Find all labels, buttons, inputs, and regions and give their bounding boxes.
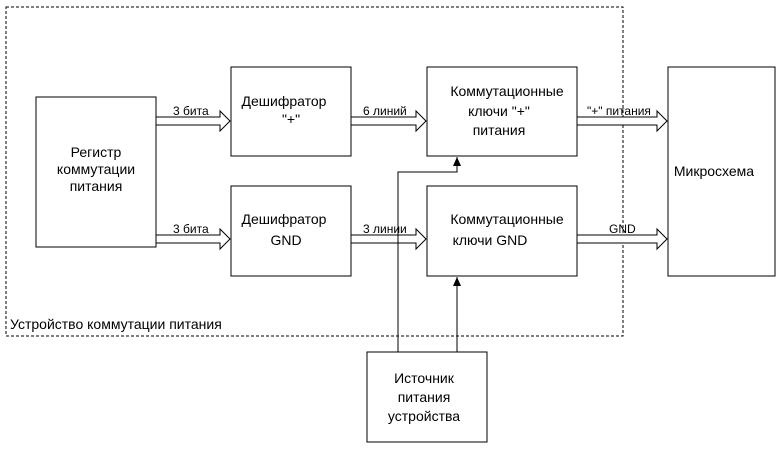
- bus-arrow-decoder-plus-to-keys: [350, 109, 427, 133]
- bus-label-keys-gnd-to-chip: GND: [609, 222, 636, 236]
- device-frame: [5, 6, 624, 337]
- device-frame-label: Устройство коммутации питания: [10, 316, 222, 332]
- bus-arrow-register-to-decoder-plus: [155, 109, 231, 133]
- bus-label-decoder-plus-to-keys: 6 линий: [363, 104, 407, 118]
- switching-keys-plus-label-line-3: питания: [473, 122, 526, 138]
- decoder-plus-label-line-1: Дешифратор: [242, 93, 327, 109]
- register-label-line-1: Регистр: [71, 144, 122, 160]
- bus-arrow-keys-gnd-to-chip: [576, 227, 668, 251]
- register-label-line-2: коммутации: [57, 161, 135, 177]
- register-block: Регистр коммутации питания: [35, 96, 157, 248]
- power-source-block: Источник питания устройства: [366, 351, 488, 443]
- decoder-plus-block: Дешифратор "+": [230, 66, 352, 157]
- chip-block: Микросхема: [667, 66, 776, 277]
- power-source-label-line-1: Источник: [394, 370, 455, 386]
- bus-arrow-keys-plus-to-chip: [576, 109, 668, 133]
- bus-arrow-decoder-gnd-to-keys: [350, 227, 427, 251]
- power-source-label-line-2: питания: [398, 389, 451, 405]
- switching-keys-gnd-label-line-1: Коммутационные: [450, 211, 564, 227]
- decoder-gnd-label-line-2: GND: [270, 232, 301, 248]
- power-line-to-keys-plus: [397, 157, 461, 352]
- power-source-label-line-3: устройства: [388, 408, 460, 424]
- switching-keys-gnd-block: Коммутационные ключи GND: [426, 185, 578, 277]
- bus-label-keys-plus-to-chip: "+" питания: [587, 104, 651, 118]
- switching-keys-plus-label-line-1: Коммутационные: [450, 83, 564, 99]
- bus-label-register-to-decoder-plus: 3 бита: [173, 104, 209, 118]
- decoder-plus-label-line-2: "+": [282, 111, 300, 127]
- switching-keys-plus-block: Коммутационные ключи "+" питания: [426, 66, 578, 157]
- bus-label-register-to-decoder-gnd: 3 бита: [173, 222, 209, 236]
- bus-arrow-register-to-decoder-gnd: [155, 227, 231, 251]
- register-label-line-3: питания: [70, 178, 123, 194]
- bus-label-decoder-gnd-to-keys: 3 линии: [363, 222, 407, 236]
- decoder-gnd-block: Дешифратор GND: [230, 185, 352, 277]
- switching-keys-plus-label-line-2: ключи "+": [468, 103, 530, 119]
- switching-keys-gnd-label-line-2: ключи GND: [453, 232, 528, 248]
- decoder-gnd-label-line-1: Дешифратор: [242, 211, 327, 227]
- chip-label: Микросхема: [674, 163, 754, 179]
